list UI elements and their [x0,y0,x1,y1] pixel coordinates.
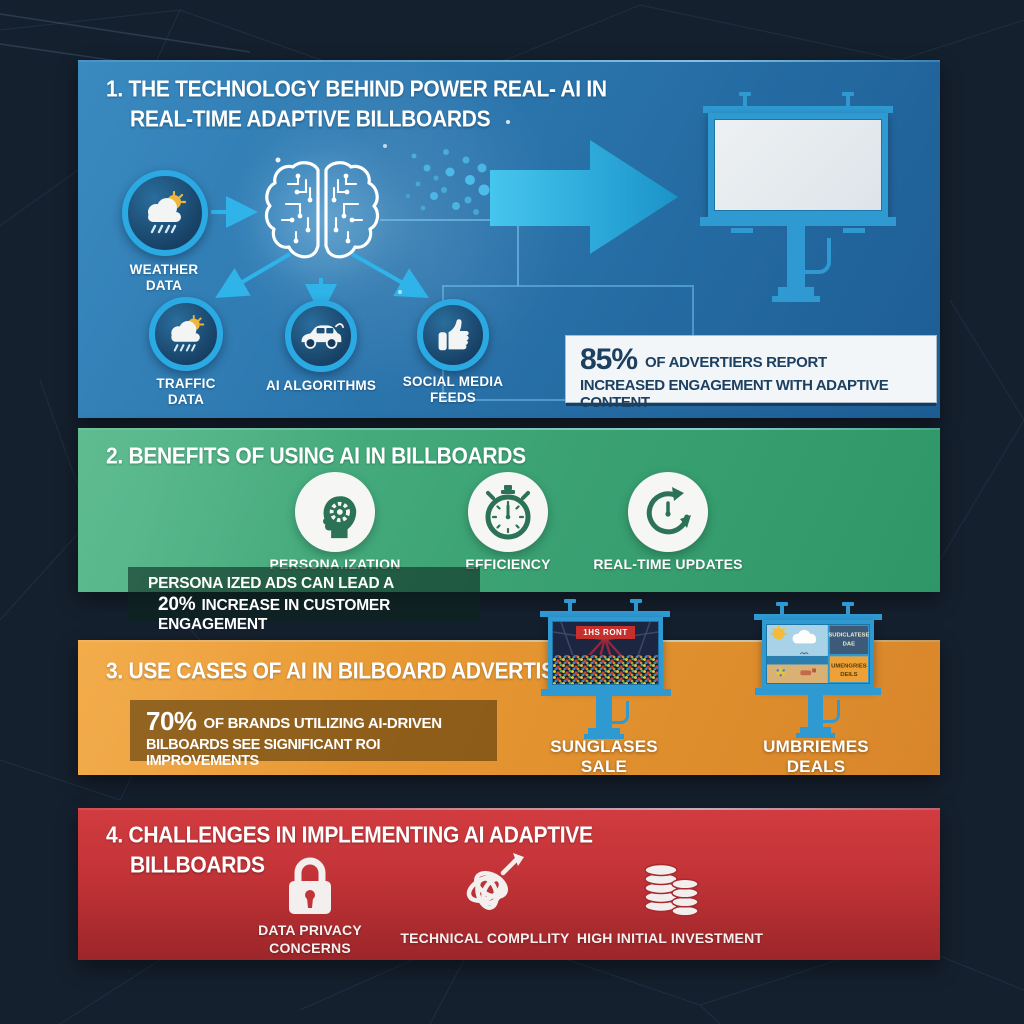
billboard-arm [805,238,831,274]
weather-data-label: WEATHER DATA [129,262,199,294]
thumbs-up-icon [438,319,469,351]
ai-algorithms-label: AI ALGORITHMS [265,378,377,393]
billboard-base-plate [796,733,835,738]
billboard-foot [731,228,753,233]
traffic-data-label: TRAFFIC DATA [156,376,216,408]
garbled-ad-text: SUDICLATESE [828,633,869,639]
circuit-brain-icon [264,161,380,259]
billboard-base-plate [584,734,624,739]
billboard-pole [596,696,612,728]
section4-title: 4. CHALLENGES IN IMPLEMENTING AI ADAPTIV… [106,822,593,879]
padlock-icon [289,857,331,914]
billboard-board: 1HS RONT [548,617,663,689]
billboard-base-plate [772,296,820,302]
stat-20-percent: PERSONA IZED ADS CAN LEAD A 20%INCREASE … [128,567,480,633]
billboard-arm [823,700,840,723]
head-gear-icon [323,496,357,539]
section3-title: 3. USE CASES OF AI IN BILBOARD ADVERTISI… [106,658,592,684]
stat-85-percent: 85%OF ADVERTIERS REPORT INCREASED ENGAGE… [565,335,937,411]
billboard-top-bar [754,614,882,620]
billboard-base [800,727,831,733]
billboard-base [588,728,620,734]
billboard-screw [630,599,642,611]
billboard-blank-screen [714,119,882,211]
traffic-data-node [149,297,223,371]
umbrellas-deals-label: UMBRIEMES DEALS [763,737,869,777]
billboard-board [708,113,888,217]
sparkles [275,120,510,294]
billboard-screw [564,599,576,611]
billboard-banner: 1HS RONT [576,625,635,640]
billboard-ledge [700,217,896,226]
particle-dots [406,149,498,215]
car-icon [301,323,344,349]
concert-ad-screen: 1HS RONT [552,621,659,685]
coins-icon [644,863,699,917]
billboard-screw [739,92,751,108]
stat-value: 70% [146,706,197,736]
arrow-brain-to-traffic [215,252,292,299]
billboard-arm [612,701,629,724]
billboard-ledge [755,688,881,695]
sunglasses-sale-label: SUNGLASES SALE [550,737,658,777]
garbled-ad-text: DAE [843,641,856,647]
section2-title: 2. BENEFITS OF USING AI IN BILLBOARDS [106,443,526,469]
high-investment-label: HIGH INITIAL INVESTMENT [576,930,764,946]
section-benefits: 2. BENEFITS OF USING AI IN BILLBOARDS PE… [78,428,940,592]
realtime-updates-label: REAL-TIME UPDATES [593,556,743,572]
ai-algorithms-node [285,300,357,372]
personalization-node [295,472,375,552]
stat-70-percent: 70%OF BRANDS UTILIZING AI-DRIVEN BILBOAR… [130,700,497,769]
billboard-board: SUDICLATESE DAE UMENGRIES DEILS [762,620,874,688]
weather-data-node [122,170,208,256]
beach-scene: SUDICLATESE DAE UMENGRIES DEILS [767,625,869,683]
tangled-knot-icon [466,853,524,910]
beach-ad-screen: SUDICLATESE DAE UMENGRIES DEILS [766,624,870,684]
technical-complexity-label: TECHNICAL COMPLLITY [400,930,570,946]
billboard-screw [842,92,854,108]
stopwatch-icon [485,485,531,540]
realtime-clock-icon [646,487,691,535]
billboard-ledge [541,689,671,696]
traffic-cloud-icon [171,315,205,352]
realtime-updates-node [628,472,708,552]
social-media-label: SOCIAL MEDIA FEEDS [402,374,504,406]
stat-value: 85% [580,343,638,376]
section1-title: 1. THE TECHNOLOGY BEHIND POWER REAL- AI … [106,76,607,133]
garbled-ad-text: UMENGRIES [831,664,867,670]
efficiency-node [468,472,548,552]
billboard-pole [787,226,805,289]
efficiency-label: EFFICIENCY [465,556,551,572]
billboard-top-bar [540,611,670,617]
arrow-brain-to-social [351,252,429,298]
billboard-foot [843,228,865,233]
stat-value: 20% [158,594,196,615]
billboard-screw [776,602,788,614]
connector-brain-to-stat [380,219,519,286]
garbled-ad-text: DEILS [840,672,857,678]
billboard-top-bar [703,106,893,113]
weather-cloud-icon [148,191,187,234]
big-flow-arrow-icon [490,140,678,254]
section-technology: 1. THE TECHNOLOGY BEHIND POWER REAL- AI … [78,60,940,418]
billboard-pole [808,695,823,727]
data-privacy-label: DATA PRIVACY CONCERNS [258,922,362,956]
section-challenges: 4. CHALLENGES IN IMPLEMENTING AI ADAPTIV… [78,808,940,960]
social-media-node [417,299,489,371]
billboard-screw [842,602,854,614]
billboard-base [778,287,814,296]
